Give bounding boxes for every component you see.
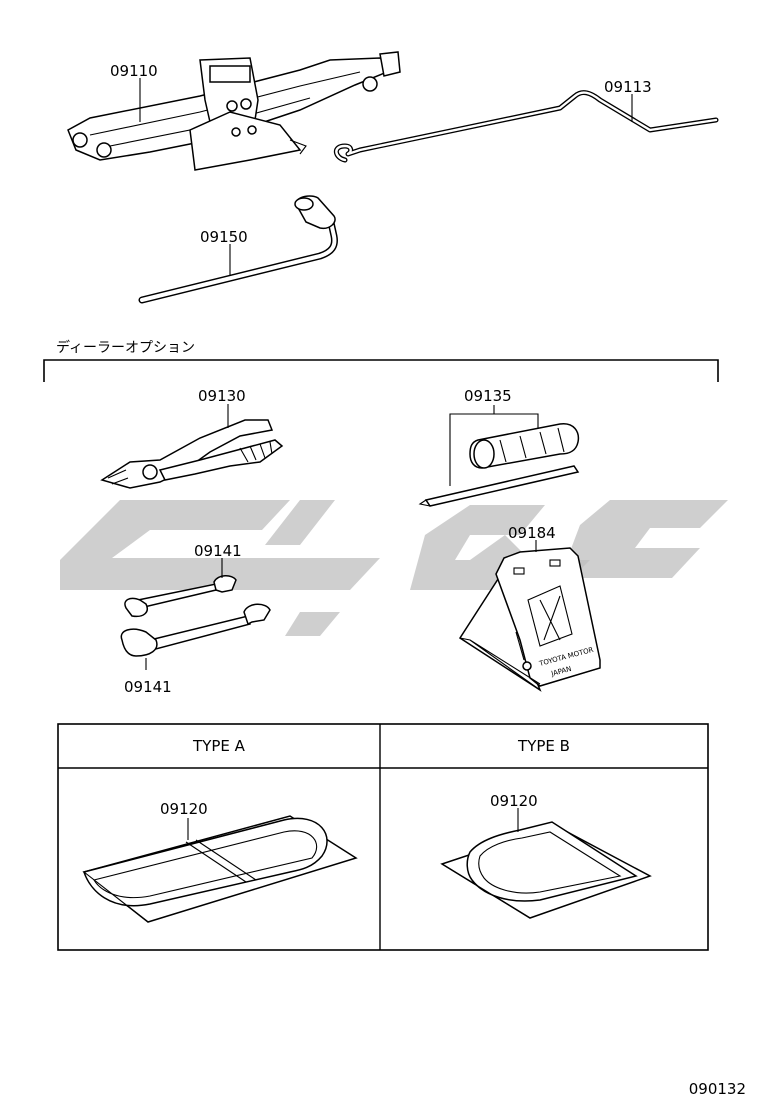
jack-handle-illustration xyxy=(333,90,719,163)
watermark-logo xyxy=(60,500,728,636)
wheel-wrench-illustration xyxy=(138,195,338,304)
part-number-jack: 09110 xyxy=(110,62,158,80)
screwdriver-illustration xyxy=(418,423,580,507)
part-number-wrench-lower: 09141 xyxy=(124,678,172,696)
wrench-lower-illustration xyxy=(120,603,271,670)
part-number-tool-bag-a: 09120 xyxy=(160,800,208,818)
part-number-jack-handle: 09113 xyxy=(604,78,652,96)
section-bracket xyxy=(43,359,719,382)
wheel-chock-illustration xyxy=(458,547,601,692)
type-a-header: TYPE A xyxy=(192,737,246,755)
tool-bag-table xyxy=(57,723,709,951)
part-number-screwdriver: 09135 xyxy=(464,387,512,405)
part-number-wheel-wrench: 09150 xyxy=(200,228,248,246)
type-b-header: TYPE B xyxy=(517,737,570,755)
part-number-wheel-chock: 09184 xyxy=(508,524,556,542)
part-number-tool-bag-b: 09120 xyxy=(490,792,538,810)
jack-illustration xyxy=(67,51,401,171)
section-label-dealer-option: ディーラーオプション xyxy=(56,339,195,356)
tool-bag-a-illustration xyxy=(82,815,358,923)
pliers-illustration xyxy=(100,419,284,489)
tool-bag-b-illustration xyxy=(440,821,652,919)
part-number-wrench-upper: 09141 xyxy=(194,542,242,560)
part-number-pliers: 09130 xyxy=(198,387,246,405)
figure-id: 090132 xyxy=(689,1080,746,1098)
wrench-upper-illustration xyxy=(124,575,237,618)
